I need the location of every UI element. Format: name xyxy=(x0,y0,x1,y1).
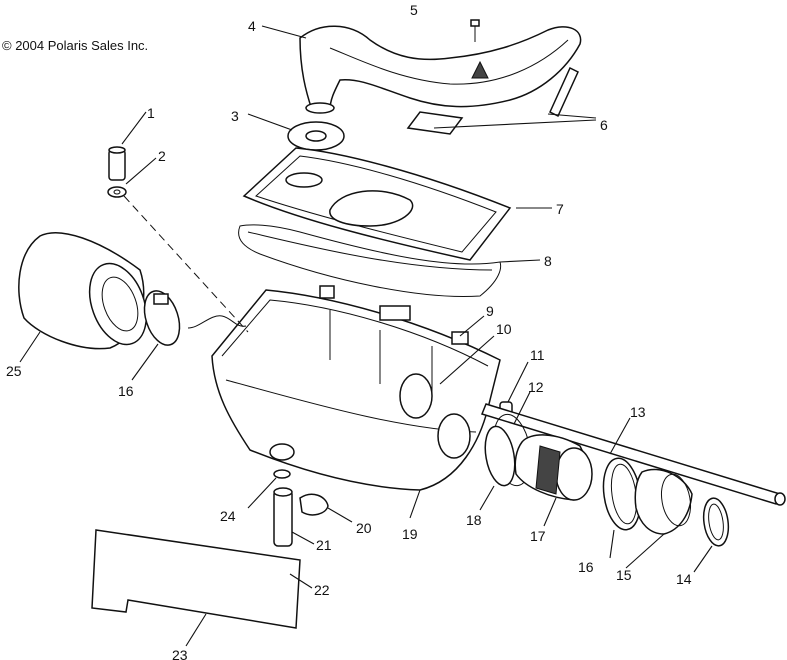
callout-3: 3 xyxy=(231,108,239,124)
callout-16-left: 16 xyxy=(118,383,134,399)
part-25-air-filter xyxy=(18,232,148,350)
part-17-intake-adapter xyxy=(514,434,593,501)
part-1-bolt xyxy=(108,146,126,181)
callout-13: 13 xyxy=(630,404,646,420)
part-6-seal-pads xyxy=(406,66,579,135)
part-19-airbox-body xyxy=(211,285,501,491)
callout-8: 8 xyxy=(544,253,552,269)
callout-17: 17 xyxy=(530,528,546,544)
copyright-notice: © 2004 Polaris Sales Inc. xyxy=(2,38,149,53)
leader-lines xyxy=(19,25,713,647)
callout-5: 5 xyxy=(410,2,418,18)
part-24-drain-grommet xyxy=(273,469,291,479)
callout-25: 25 xyxy=(6,363,22,379)
part-15-boot xyxy=(634,468,693,535)
callout-11: 11 xyxy=(530,347,545,363)
callout-7: 7 xyxy=(556,201,564,217)
part-21-drain-tube xyxy=(273,487,293,547)
callout-1: 1 xyxy=(147,105,155,121)
callout-labels: 1 2 3 4 5 6 7 8 9 10 11 12 13 14 15 16 1… xyxy=(6,2,692,660)
callout-19: 19 xyxy=(402,526,418,542)
part-7-airbox-lid xyxy=(242,147,512,261)
callout-24: 24 xyxy=(220,508,236,524)
callout-2: 2 xyxy=(158,148,166,164)
callout-16-right: 16 xyxy=(578,559,594,575)
part-18-flange xyxy=(484,425,516,487)
crankcase-vent-hose xyxy=(187,315,247,329)
part-3-grommet xyxy=(287,121,345,151)
callout-10: 10 xyxy=(496,321,512,337)
part-13-tube xyxy=(481,403,786,506)
callout-9: 9 xyxy=(486,303,494,319)
callout-22: 22 xyxy=(314,582,330,598)
callout-12: 12 xyxy=(528,379,544,395)
part-8-lid-gasket xyxy=(238,224,502,297)
part-4-intake-duct xyxy=(299,25,582,114)
part-16-filter-clamp xyxy=(143,290,181,346)
part-14-hose-clamp xyxy=(702,497,730,547)
callout-14: 14 xyxy=(676,571,692,587)
callout-21: 21 xyxy=(316,537,332,553)
callout-23: 23 xyxy=(172,647,188,660)
callout-4: 4 xyxy=(248,18,256,34)
part-23-heat-shield xyxy=(91,529,301,629)
callout-6: 6 xyxy=(600,117,608,133)
callout-20: 20 xyxy=(356,520,372,536)
part-5-screw xyxy=(470,19,480,42)
assembly-guide-line xyxy=(123,195,249,333)
part-2-washer xyxy=(107,186,127,198)
callout-18: 18 xyxy=(466,512,482,528)
part-20-grommet xyxy=(299,493,329,516)
callout-15: 15 xyxy=(616,567,632,583)
